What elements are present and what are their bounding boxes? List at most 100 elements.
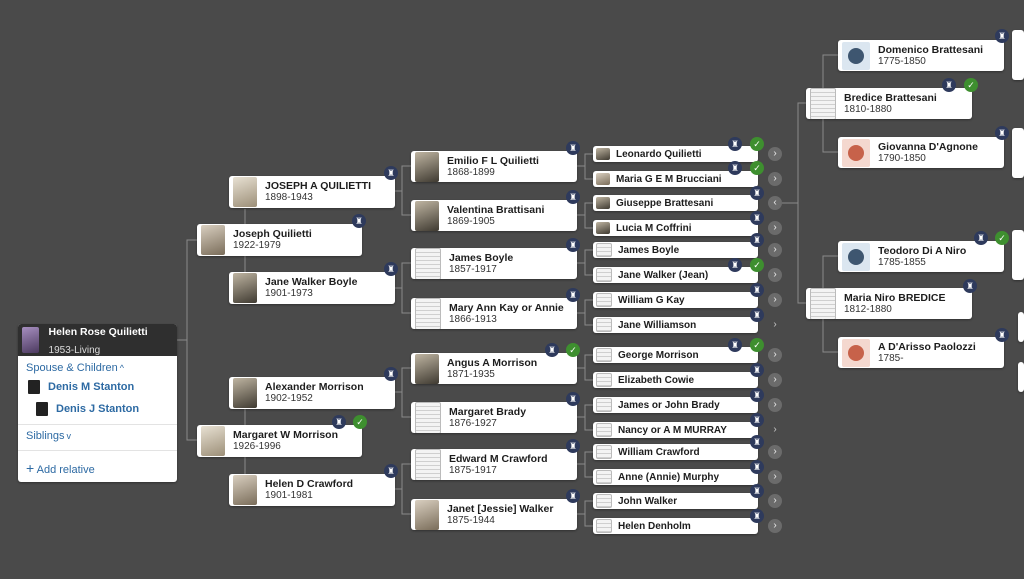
root-person-header[interactable]: Helen Rose Quilietti 1953-Living bbox=[18, 324, 177, 356]
leaf-icon[interactable]: ✓ bbox=[995, 231, 1009, 245]
chevron-right-icon[interactable]: › bbox=[768, 172, 782, 186]
hint-icon[interactable]: ♜ bbox=[566, 238, 580, 252]
add-relative-button[interactable]: + Add relative bbox=[26, 460, 95, 476]
hint-icon[interactable]: ♜ bbox=[384, 367, 398, 381]
person-card-gen4-4[interactable]: Lucia M Coffrini bbox=[593, 220, 758, 236]
person-card-gen4-12[interactable]: Nancy or A M MURRAY bbox=[593, 422, 758, 438]
person-card-gen4-5[interactable]: James Boyle bbox=[593, 242, 758, 258]
offscreen-card[interactable] bbox=[1018, 312, 1024, 342]
person-card-gen4-13[interactable]: William Crawford bbox=[593, 444, 758, 460]
leaf-icon[interactable]: ✓ bbox=[566, 343, 580, 357]
hint-icon[interactable]: ♜ bbox=[566, 190, 580, 204]
hint-icon[interactable]: ♜ bbox=[545, 343, 559, 357]
offscreen-card[interactable] bbox=[1018, 362, 1024, 392]
chevron-right-icon[interactable]: › bbox=[768, 268, 782, 282]
hint-icon[interactable]: ♜ bbox=[750, 484, 764, 498]
chevron-right-icon[interactable]: › bbox=[768, 470, 782, 484]
hint-icon[interactable]: ♜ bbox=[750, 388, 764, 402]
person-card-gen4-8[interactable]: Jane Williamson bbox=[593, 317, 758, 333]
offscreen-card[interactable] bbox=[1012, 30, 1024, 80]
chevron-left-icon[interactable]: ‹ bbox=[768, 196, 782, 210]
person-card-gen4-3[interactable]: Giuseppe Brattesani bbox=[593, 195, 758, 211]
chevron-right-icon[interactable]: › bbox=[768, 494, 782, 508]
hint-icon[interactable]: ♜ bbox=[750, 308, 764, 322]
hint-icon[interactable]: ♜ bbox=[566, 489, 580, 503]
hint-icon[interactable]: ♜ bbox=[384, 262, 398, 276]
chevron-right-icon[interactable]: › bbox=[768, 519, 782, 533]
hint-icon[interactable]: ♜ bbox=[728, 137, 742, 151]
offscreen-card[interactable] bbox=[1012, 128, 1024, 178]
hint-icon[interactable]: ♜ bbox=[942, 78, 956, 92]
person-card-gen4-15[interactable]: John Walker bbox=[593, 493, 758, 509]
hint-icon[interactable]: ♜ bbox=[995, 328, 1009, 342]
hint-icon[interactable]: ♜ bbox=[995, 126, 1009, 140]
hint-icon[interactable]: ♜ bbox=[352, 214, 366, 228]
hint-icon[interactable]: ♜ bbox=[750, 363, 764, 377]
hint-icon[interactable]: ♜ bbox=[728, 338, 742, 352]
leaf-icon[interactable]: ✓ bbox=[750, 338, 764, 352]
hint-icon[interactable]: ♜ bbox=[566, 288, 580, 302]
chevron-right-icon[interactable]: › bbox=[768, 293, 782, 307]
chevron-right-icon[interactable]: › bbox=[768, 147, 782, 161]
chevron-right-icon[interactable]: › bbox=[768, 243, 782, 257]
hint-icon[interactable]: ♜ bbox=[995, 29, 1009, 43]
hint-icon[interactable]: ♜ bbox=[750, 460, 764, 474]
root-person-card[interactable]: Helen Rose Quilietti 1953-Living Spouse … bbox=[18, 324, 177, 482]
person-card-gen4-6[interactable]: Jane Walker (Jean) bbox=[593, 267, 758, 283]
chevron-right-icon[interactable]: › bbox=[768, 398, 782, 412]
hint-icon[interactable]: ♜ bbox=[963, 279, 977, 293]
hint-icon[interactable]: ♜ bbox=[750, 283, 764, 297]
chevron-right-icon[interactable]: › bbox=[768, 445, 782, 459]
leaf-icon[interactable]: ✓ bbox=[353, 415, 367, 429]
chevron-right-icon[interactable]: › bbox=[768, 348, 782, 362]
leaf-icon[interactable]: ✓ bbox=[964, 78, 978, 92]
hint-icon[interactable]: ♜ bbox=[566, 141, 580, 155]
hint-icon[interactable]: ♜ bbox=[750, 186, 764, 200]
person-card-gen4-2[interactable]: Maria G E M Brucciani bbox=[593, 171, 758, 187]
hint-icon[interactable]: ♜ bbox=[566, 439, 580, 453]
person-card-gen4-1[interactable]: Leonardo Quilietti bbox=[593, 146, 758, 162]
hint-icon[interactable]: ♜ bbox=[750, 435, 764, 449]
hint-icon[interactable]: ♜ bbox=[728, 161, 742, 175]
leaf-icon[interactable]: ✓ bbox=[750, 161, 764, 175]
person-card-gen4-10[interactable]: Elizabeth Cowie bbox=[593, 372, 758, 388]
chevron-right-icon[interactable]: › bbox=[768, 373, 782, 387]
hint-icon[interactable]: ♜ bbox=[750, 413, 764, 427]
hint-icon[interactable]: ♜ bbox=[750, 233, 764, 247]
person-card-gen4-11[interactable]: James or John Brady bbox=[593, 397, 758, 413]
hint-icon[interactable]: ♜ bbox=[384, 464, 398, 478]
chevron-right-icon[interactable]: › bbox=[773, 319, 777, 330]
person-card-gen4-16[interactable]: Helen Denholm bbox=[593, 518, 758, 534]
leaf-icon[interactable]: ✓ bbox=[750, 258, 764, 272]
hint-icon[interactable]: ♜ bbox=[728, 258, 742, 272]
hint-icon[interactable]: ♜ bbox=[332, 415, 346, 429]
person-card-gen4-7[interactable]: William G Kay bbox=[593, 292, 758, 308]
person-card-gen4-9[interactable]: George Morrison bbox=[593, 347, 758, 363]
offscreen-card[interactable] bbox=[1012, 230, 1024, 280]
chevron-right-icon[interactable]: › bbox=[768, 221, 782, 235]
hint-icon[interactable]: ♜ bbox=[750, 211, 764, 225]
person-card-gen4-14[interactable]: Anne (Annie) Murphy bbox=[593, 469, 758, 485]
spouse-children-toggle[interactable]: Spouse & Children^ bbox=[26, 362, 124, 374]
chevron-right-icon[interactable]: › bbox=[773, 424, 777, 435]
